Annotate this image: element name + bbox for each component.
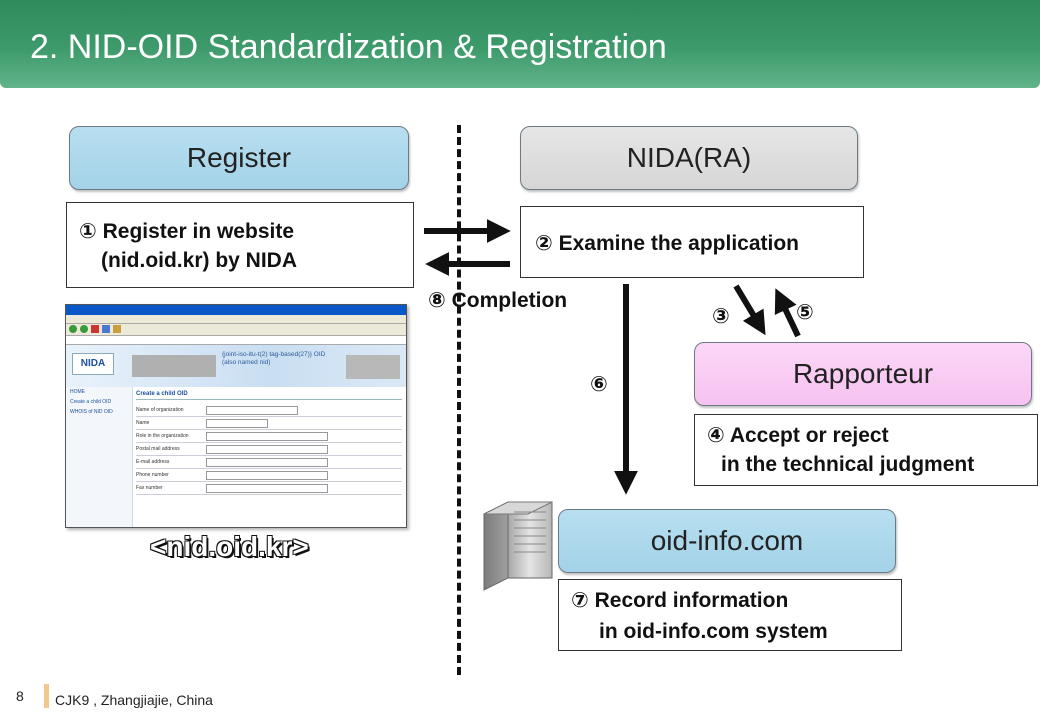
- form-row: Name: [136, 417, 402, 430]
- form-row: Role in the organization: [136, 430, 402, 443]
- form-input[interactable]: [206, 457, 328, 467]
- step-1-box: ① Register in website (nid.oid.kr) by NI…: [66, 202, 414, 288]
- form-row: Name of organization: [136, 404, 402, 417]
- forward-icon: [80, 325, 88, 333]
- form-input[interactable]: [206, 405, 298, 415]
- browser-menubar: [66, 315, 406, 324]
- banner-cubes-left: [132, 355, 216, 377]
- form-title: Create a child OID: [136, 391, 402, 400]
- sidebar-item-create[interactable]: Create a child OID: [70, 399, 112, 405]
- back-icon: [69, 325, 77, 333]
- form-input[interactable]: [206, 418, 268, 428]
- form-input[interactable]: [206, 431, 328, 441]
- step-3-label: ③: [712, 305, 730, 328]
- home-icon: [113, 325, 121, 333]
- browser-titlebar: [66, 305, 406, 315]
- stop-icon: [91, 325, 99, 333]
- step-4-line2: in the technical judgment: [721, 453, 975, 476]
- form-input[interactable]: [206, 470, 328, 480]
- page-title: 2. NID-OID Standardization & Registratio…: [30, 28, 667, 66]
- register-actor: Register: [69, 126, 409, 190]
- site-logo: NIDA: [72, 353, 114, 375]
- form-row: Postal mail address: [136, 443, 402, 456]
- footer-event: CJK9 , Zhangjiajie, China: [55, 692, 213, 708]
- step-1-line1: ① Register in website: [79, 220, 295, 243]
- step-8-label: ⑧ Completion: [428, 289, 568, 312]
- footer-accent-bar: [44, 684, 49, 708]
- nid-oid-kr-screenshot: NIDA {joint-iso-itu-t(2) tag-based(27)} …: [65, 304, 407, 528]
- rapporteur-actor: Rapporteur: [694, 342, 1032, 406]
- step-2-box: ② Examine the application: [520, 206, 864, 278]
- form-row: E-mail address: [136, 456, 402, 469]
- dashed-divider: [457, 125, 461, 675]
- page-number: 8: [16, 688, 24, 704]
- step-4-box: ④ Accept or reject in the technical judg…: [694, 414, 1038, 486]
- refresh-icon: [102, 325, 110, 333]
- site-form: Create a child OID Name of organization …: [136, 391, 402, 523]
- step-6-label: ⑥: [590, 373, 608, 396]
- banner-text: {joint-iso-itu-t(2) tag-based(27)} OID (…: [222, 351, 326, 366]
- title-bar: 2. NID-OID Standardization & Registratio…: [0, 0, 1040, 88]
- screenshot-caption: <nid.oid.kr>: [150, 531, 309, 562]
- server-icon: [483, 501, 553, 591]
- step-1-line2: (nid.oid.kr) by NIDA: [101, 249, 297, 272]
- sidebar-item-whois[interactable]: WHOIS of NID OID: [70, 409, 113, 415]
- nida-actor: NIDA(RA): [520, 126, 858, 190]
- browser-address-bar: [66, 336, 406, 345]
- step-7-box: ⑦ Record information in oid-info.com sys…: [558, 579, 902, 651]
- form-row: Fax number: [136, 482, 402, 495]
- sidebar-item-home[interactable]: HOME: [70, 389, 85, 395]
- oid-info-actor: oid-info.com: [558, 509, 896, 573]
- browser-toolbar: [66, 324, 406, 336]
- site-banner: NIDA {joint-iso-itu-t(2) tag-based(27)} …: [66, 345, 406, 387]
- step-2-text: ② Examine the application: [535, 232, 800, 255]
- arrow-rapporteur-to-nida: [774, 288, 801, 338]
- step-7-line2: in oid-info.com system: [599, 620, 828, 643]
- arrow-nida-to-rapporteur: [733, 284, 766, 336]
- step-5-label: ⑤: [796, 301, 814, 324]
- site-sidebar: HOME Create a child OID WHOIS of NID OID: [66, 387, 133, 527]
- banner-cubes-right: [346, 355, 400, 379]
- step-4-line1: ④ Accept or reject: [707, 424, 889, 447]
- form-input[interactable]: [206, 444, 328, 454]
- form-row: Phone number: [136, 469, 402, 482]
- form-input[interactable]: [206, 483, 328, 493]
- step-7-line1: ⑦ Record information: [571, 589, 789, 612]
